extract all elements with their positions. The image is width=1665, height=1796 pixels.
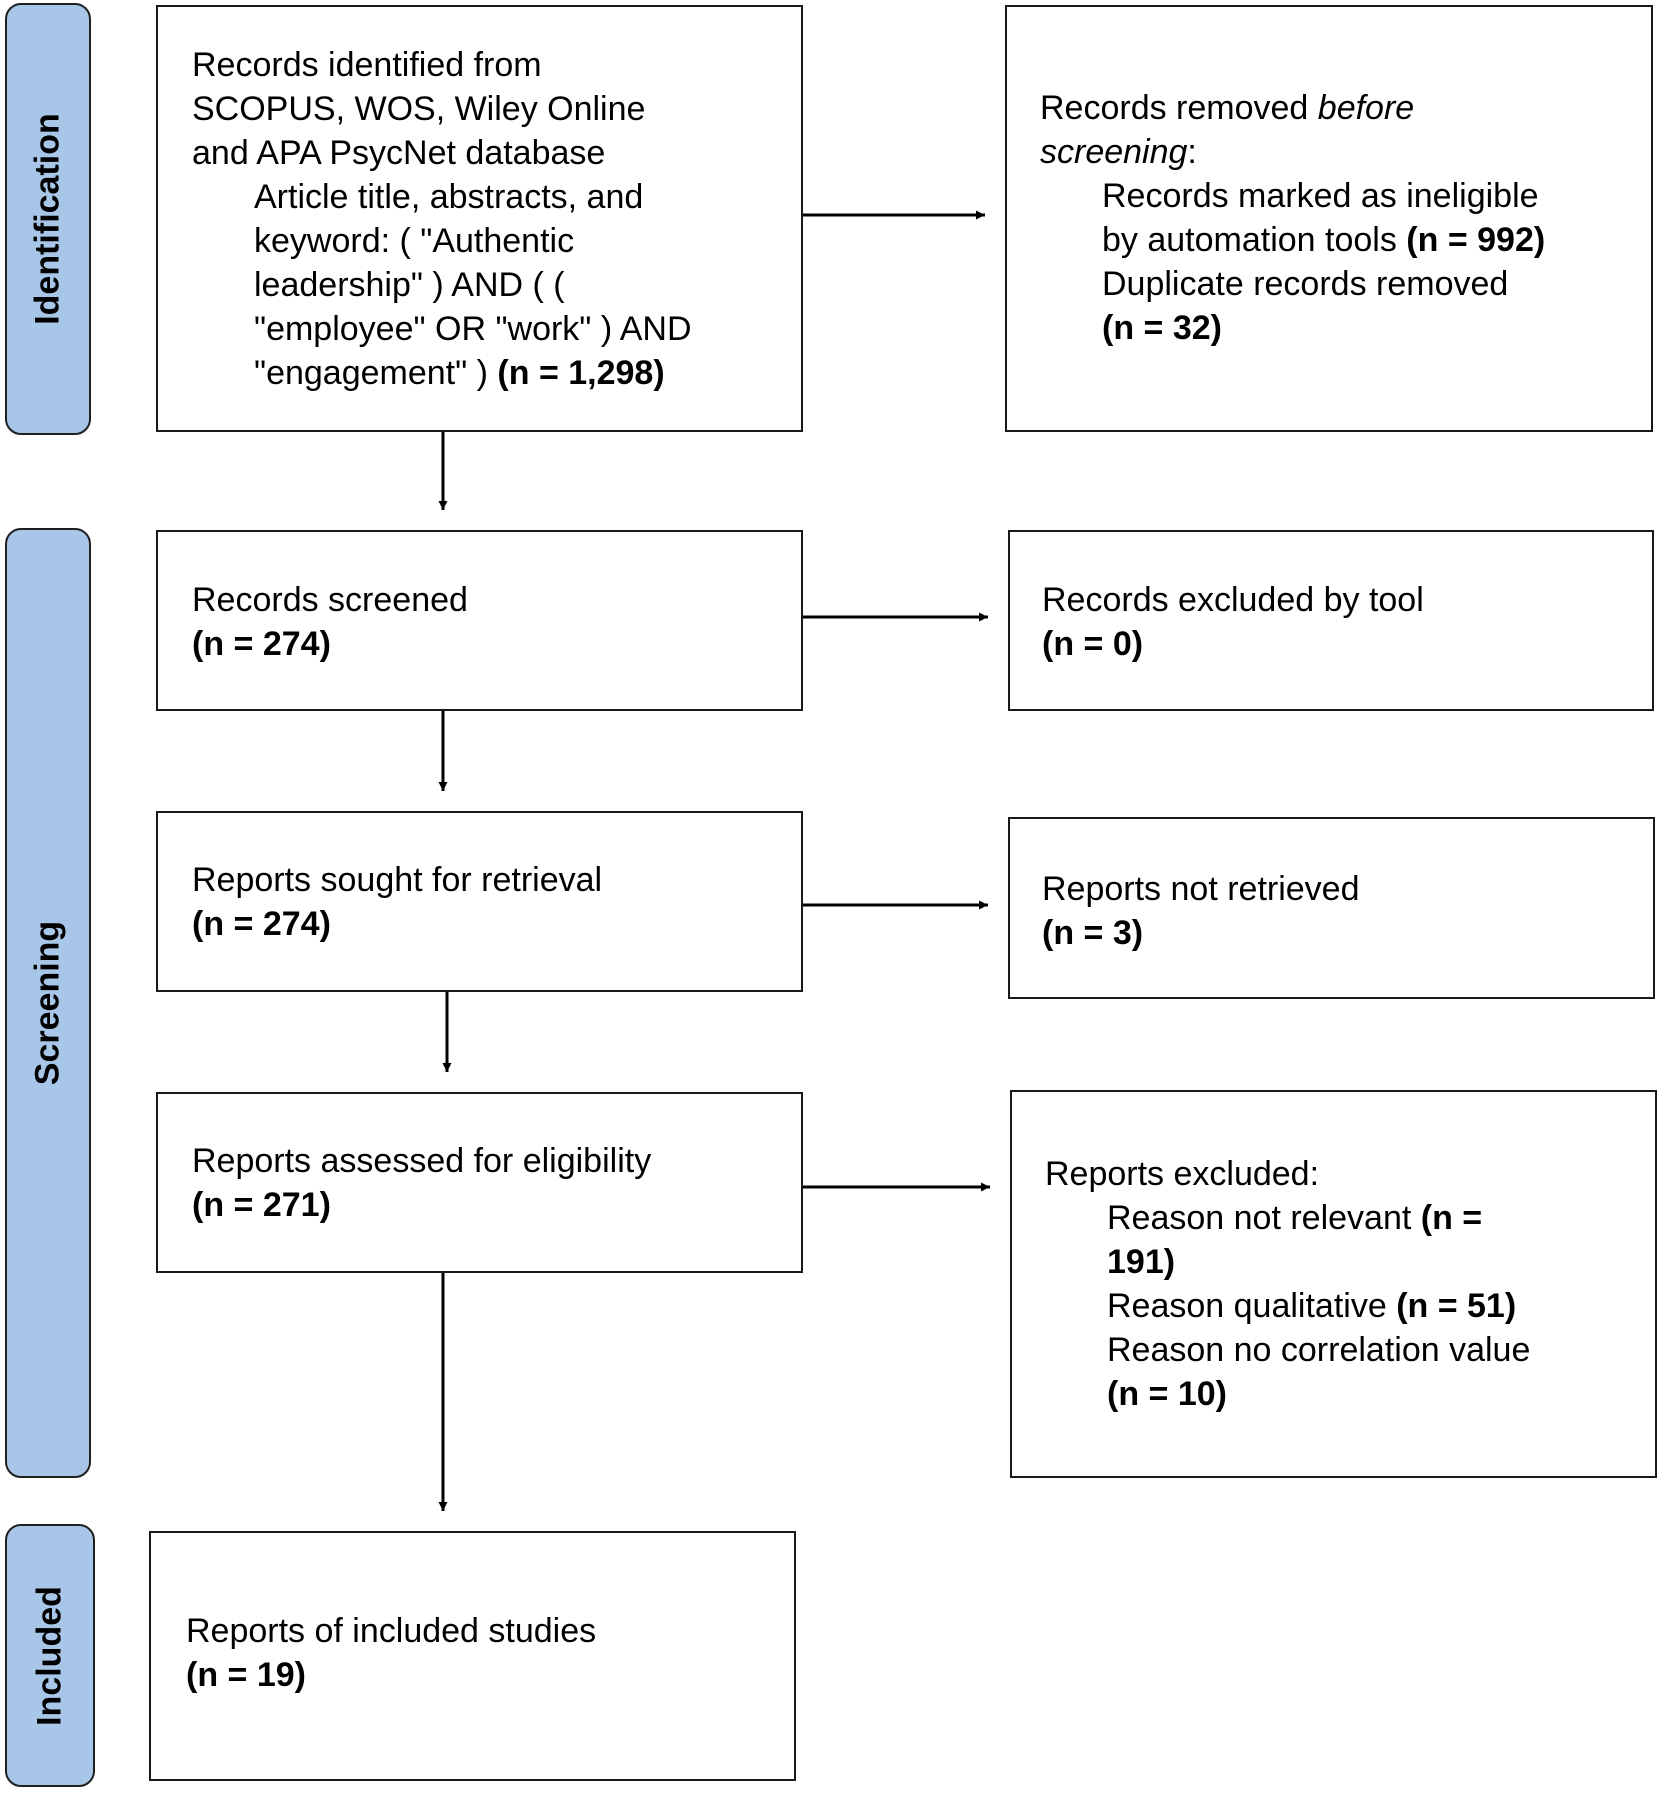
sought-count-row: (n = 274) bbox=[192, 902, 602, 946]
excluded-tool-count: (n = 0) bbox=[1042, 625, 1144, 663]
phase-screening: Screening bbox=[5, 528, 91, 1478]
phase-identification: Identification bbox=[5, 3, 91, 435]
included-label: Reports of included studies bbox=[186, 1612, 597, 1650]
identified-line2: SCOPUS, WOS, Wiley Online bbox=[192, 90, 646, 128]
reports-not-retrieved-box: Reports not retrieved (n = 3) bbox=[1008, 817, 1655, 999]
removed-item2-count: (n = 32) bbox=[1102, 309, 1222, 347]
not-retrieved-count: (n = 3) bbox=[1042, 914, 1144, 952]
excluded-r3-count: (n = 10) bbox=[1107, 1375, 1227, 1413]
excluded-r1-count-b-row: 191) bbox=[1045, 1240, 1530, 1284]
sought-count: (n = 274) bbox=[192, 905, 331, 943]
excluded-r2: Reason qualitative bbox=[1107, 1287, 1397, 1325]
excluded-tool-label: Records excluded by tool bbox=[1042, 581, 1424, 619]
identified-line3: and APA PsycNet database bbox=[192, 134, 606, 172]
identified-line5: keyword: ( "Authentic bbox=[254, 222, 575, 260]
excluded-r3: Reason no correlation value bbox=[1107, 1331, 1531, 1369]
excluded-r1: Reason not relevant bbox=[1107, 1199, 1421, 1237]
removed-prefix: Records removed bbox=[1040, 89, 1318, 127]
removed-item1-count: (n = 992) bbox=[1406, 221, 1546, 259]
removed-italic1: before bbox=[1317, 89, 1415, 127]
removed-item1-b: by automation tools bbox=[1102, 221, 1407, 259]
excluded-label: Reports excluded: bbox=[1045, 1155, 1320, 1193]
records-screened-box: Records screened (n = 274) bbox=[156, 530, 803, 711]
removed-item2-count-row: (n = 32) bbox=[1040, 306, 1545, 350]
screened-count: (n = 274) bbox=[192, 625, 331, 663]
identified-line8-row: "engagement" ) (n = 1,298) bbox=[192, 351, 692, 395]
excluded-r3-count-row: (n = 10) bbox=[1045, 1372, 1530, 1416]
screened-count-row: (n = 274) bbox=[192, 622, 468, 666]
removed-item1-a: Records marked as ineligible bbox=[1102, 177, 1539, 215]
included-count-row: (n = 19) bbox=[186, 1653, 596, 1697]
assessed-count: (n = 271) bbox=[192, 1186, 331, 1224]
removed-heading: Records removed before bbox=[1040, 86, 1545, 130]
screened-label: Records screened bbox=[192, 581, 468, 619]
removed-colon: : bbox=[1187, 133, 1197, 171]
identified-line8: "engagement" ) bbox=[254, 354, 488, 392]
not-retrieved-label: Reports not retrieved bbox=[1042, 870, 1360, 908]
identified-count: (n = 1,298) bbox=[497, 354, 665, 392]
included-studies-box: Reports of included studies (n = 19) bbox=[149, 1531, 796, 1781]
identified-line4: Article title, abstracts, and bbox=[254, 178, 644, 216]
not-retrieved-count-row: (n = 3) bbox=[1042, 911, 1360, 955]
identified-line1: Records identified from bbox=[192, 46, 542, 84]
removed-item2-a: Duplicate records removed bbox=[1102, 265, 1509, 303]
removed-heading-2: screening: bbox=[1040, 130, 1545, 174]
included-count: (n = 19) bbox=[186, 1656, 306, 1694]
records-excluded-tool-box: Records excluded by tool (n = 0) bbox=[1008, 530, 1654, 711]
records-removed-box: Records removed before screening: Record… bbox=[1005, 5, 1653, 432]
reports-sought-box: Reports sought for retrieval (n = 274) bbox=[156, 811, 803, 992]
identified-line6: leadership" ) AND ( ( bbox=[254, 266, 565, 304]
excluded-r1-count-b: 191) bbox=[1107, 1243, 1176, 1281]
identified-line7: "employee" OR "work" ) AND bbox=[254, 310, 692, 348]
excluded-r1-row: Reason not relevant (n = bbox=[1045, 1196, 1530, 1240]
removed-item1-b-row: by automation tools (n = 992) bbox=[1040, 218, 1545, 262]
excluded-tool-count-row: (n = 0) bbox=[1042, 622, 1424, 666]
excluded-r1-count-a: (n = bbox=[1420, 1199, 1483, 1237]
excluded-r2-row: Reason qualitative (n = 51) bbox=[1045, 1284, 1530, 1328]
phase-included: Included bbox=[5, 1524, 95, 1787]
records-identified-box: Records identified from SCOPUS, WOS, Wil… bbox=[156, 5, 803, 432]
sought-label: Reports sought for retrieval bbox=[192, 861, 603, 899]
reports-assessed-box: Reports assessed for eligibility (n = 27… bbox=[156, 1092, 803, 1273]
excluded-r2-count: (n = 51) bbox=[1396, 1287, 1517, 1325]
assessed-label: Reports assessed for eligibility bbox=[192, 1142, 652, 1180]
reports-excluded-box: Reports excluded: Reason not relevant (n… bbox=[1010, 1090, 1657, 1478]
removed-italic2: screening bbox=[1040, 133, 1188, 171]
assessed-count-row: (n = 271) bbox=[192, 1183, 651, 1227]
